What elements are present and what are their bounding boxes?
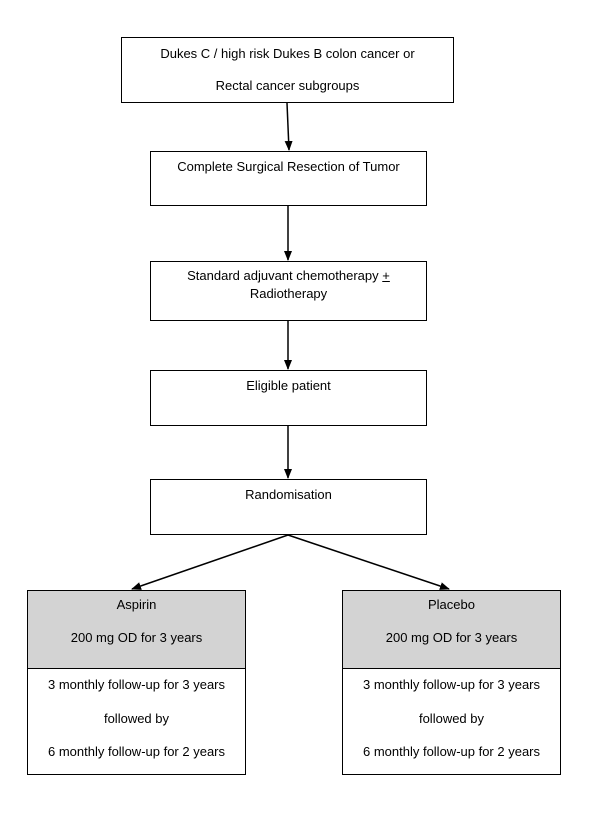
step-3-line-2: Radiotherapy (249, 286, 328, 301)
step-box-adjuvant-therapy: Standard adjuvant chemotherapy + Radioth… (150, 261, 427, 321)
placebo-followup-line-3: 6 monthly follow-up for 2 years (362, 744, 541, 759)
aspirin-followup-line-1: 3 monthly follow-up for 3 years (47, 677, 226, 692)
step-box-eligible-patient: Eligible patient (150, 370, 427, 426)
step-1-line-2: Rectal cancer subgroups (215, 78, 360, 93)
step-4-label: Eligible patient (246, 378, 331, 393)
step-1-line-1: Dukes C / high risk Dukes B colon cancer… (160, 46, 415, 61)
aspirin-arm-dose: 200 mg OD for 3 years (70, 630, 203, 645)
step-3-line-1: Standard adjuvant chemotherapy + (151, 268, 426, 284)
placebo-arm-dose: 200 mg OD for 3 years (385, 630, 518, 645)
step-3-main-text: Standard adjuvant chemotherapy (187, 268, 383, 283)
step-box-eligibility-criteria: Dukes C / high risk Dukes B colon cancer… (121, 37, 454, 103)
step-2-label: Complete Surgical Resection of Tumor (177, 159, 400, 174)
arrow-5-to-placebo (287, 534, 450, 590)
placebo-arm-name: Placebo (428, 597, 475, 612)
placebo-followup-box: 3 monthly follow-up for 3 years followed… (342, 668, 561, 775)
step-box-surgical-resection: Complete Surgical Resection of Tumor (150, 151, 427, 206)
plus-minus-symbol: + (382, 268, 390, 283)
placebo-followup-line-2: followed by (418, 711, 485, 726)
arrow-5-to-aspirin (131, 534, 289, 590)
placebo-arm-header: Placebo 200 mg OD for 3 years (342, 590, 561, 669)
aspirin-arm-header: Aspirin 200 mg OD for 3 years (27, 590, 246, 669)
arrow-1-to-2 (284, 102, 293, 151)
step-5-label: Randomisation (245, 487, 332, 502)
step-box-randomisation: Randomisation (150, 479, 427, 535)
aspirin-followup-line-2: followed by (103, 711, 170, 726)
aspirin-followup-line-3: 6 monthly follow-up for 2 years (47, 744, 226, 759)
aspirin-followup-box: 3 monthly follow-up for 3 years followed… (27, 668, 246, 775)
placebo-followup-line-1: 3 monthly follow-up for 3 years (362, 677, 541, 692)
aspirin-arm-name: Aspirin (116, 597, 157, 612)
